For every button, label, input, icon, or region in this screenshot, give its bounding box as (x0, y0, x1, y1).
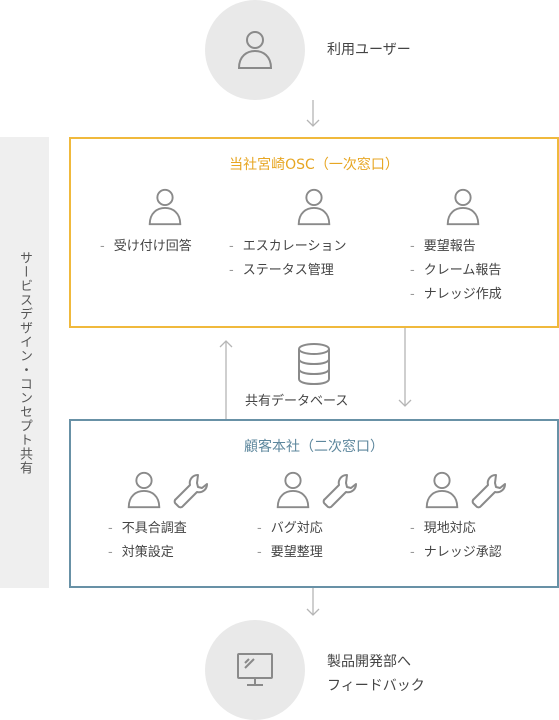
person-icon (237, 31, 273, 69)
list-item: -ステータス管理 (229, 263, 334, 278)
side-label: サービスデザイン・コンセプト共有 (17, 250, 32, 475)
osc-column-3: -要望報告 -クレーム報告 -ナレッジ作成 (410, 235, 502, 307)
dev-label: 製品開発部へ フィードバック (327, 650, 425, 698)
monitor-icon (237, 653, 273, 686)
list-item: -対策設定 (108, 545, 174, 560)
hq-column-3: -現地対応 -ナレッジ承認 (410, 517, 502, 565)
wrench-icon (471, 474, 506, 509)
list-item: -要望整理 (257, 545, 323, 560)
dev-label-line1: 製品開発部へ (327, 654, 411, 670)
list-item: -受け付け回答 (100, 239, 192, 254)
osc-column-1: -受け付け回答 (100, 235, 192, 259)
arrowhead-hq-to-dev (306, 608, 320, 616)
list-item: -要望報告 (410, 239, 476, 254)
person-icon (297, 188, 331, 226)
arrowhead-osc-to-hq (398, 399, 412, 407)
list-item: -現地対応 (410, 521, 476, 536)
wrench-icon (322, 474, 357, 509)
arrowhead-user-to-osc (306, 119, 320, 127)
wrench-icon (173, 474, 208, 509)
database-icon (298, 343, 330, 385)
hq-column-1: -不具合調査 -対策設定 (108, 517, 187, 565)
person-icon (276, 471, 310, 509)
person-icon (425, 471, 459, 509)
arrowhead-hq-to-osc (219, 340, 233, 348)
dev-circle (205, 620, 305, 720)
list-item: -ナレッジ承認 (410, 545, 502, 560)
list-item: -エスカレーション (229, 239, 347, 254)
database-label: 共有データベース (245, 394, 349, 409)
list-item: -クレーム報告 (410, 263, 502, 278)
hq-column-2: -バグ対応 -要望整理 (257, 517, 323, 565)
user-circle (205, 0, 305, 100)
person-icon (446, 188, 480, 226)
osc-column-2: -エスカレーション -ステータス管理 (229, 235, 346, 283)
list-item: -バグ対応 (257, 521, 323, 536)
dev-label-line2: フィードバック (327, 678, 425, 694)
hq-title: 顧客本社（二次窓口） (244, 439, 384, 455)
person-icon (127, 471, 161, 509)
hq-box: 顧客本社（二次窓口） -不具合調査 -対策設定 -バグ対応 -要望整理 -現地対… (69, 419, 559, 588)
list-item: -ナレッジ作成 (410, 287, 502, 302)
list-item: -不具合調査 (108, 521, 187, 536)
user-label: 利用ユーザー (327, 42, 411, 58)
side-band (0, 137, 49, 588)
person-icon (148, 188, 182, 226)
osc-box: 当社宮崎OSC（一次窓口） -受け付け回答 -エスカレーション -ステータス管理… (69, 137, 559, 328)
osc-title: 当社宮崎OSC（一次窓口） (229, 157, 399, 173)
